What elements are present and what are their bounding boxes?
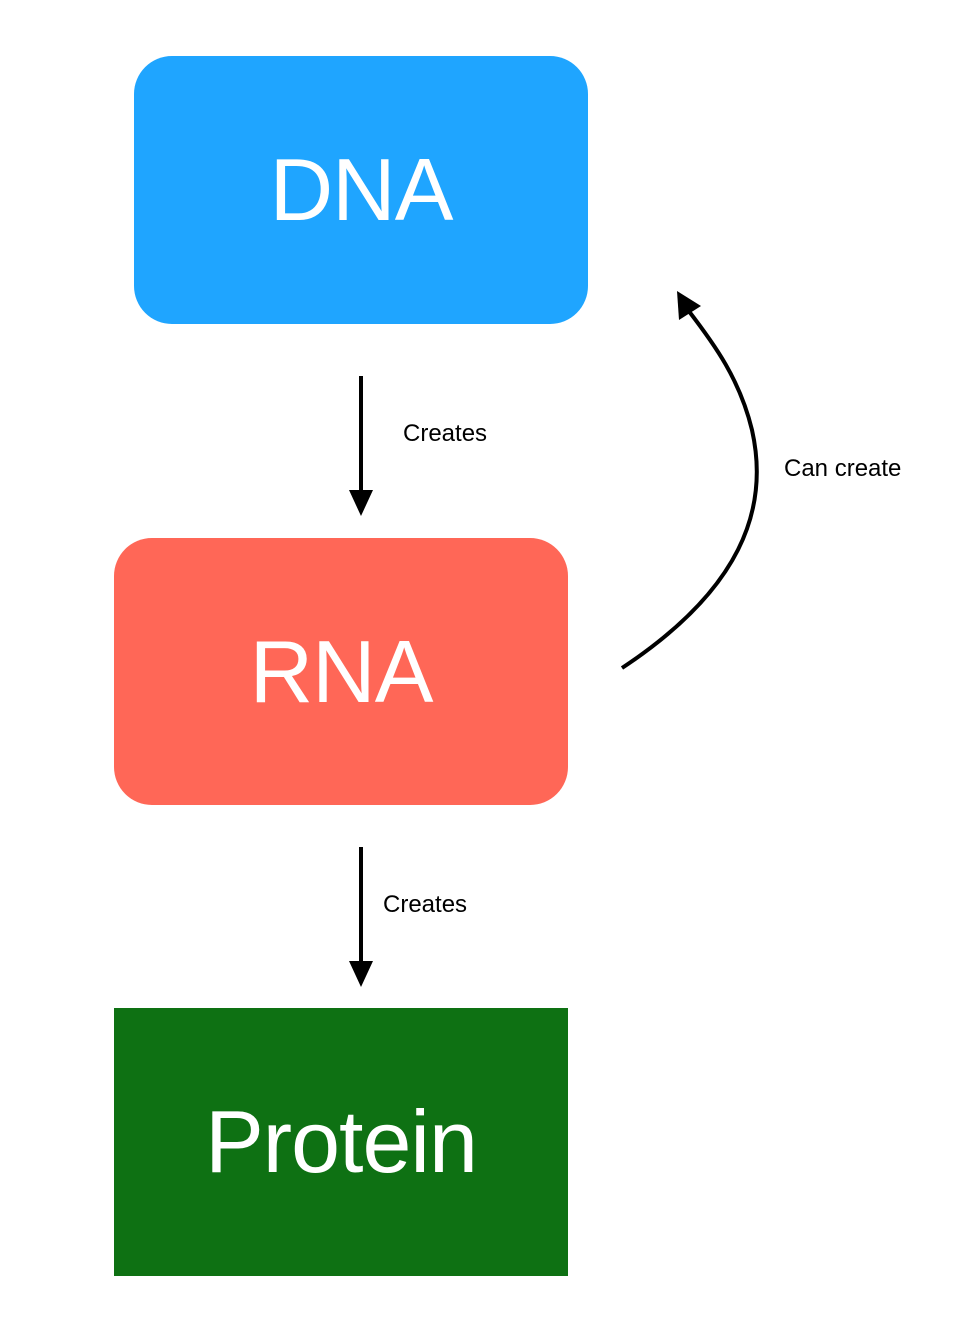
rna-node-label: RNA [249,621,434,721]
protein-node-label: Protein [205,1092,478,1191]
protein-node: Protein [114,1008,568,1276]
dna-to-rna-arrow [349,376,373,516]
rna-node: RNA [114,538,568,805]
rna-to-protein-label: Creates [383,891,468,918]
rna-to-dna-label: Can create [784,455,902,482]
dna-node-label: DNA [269,140,454,239]
dna-to-rna-label: Creates [403,420,488,447]
dna-node: DNA [134,56,588,324]
rna-to-dna-curved-arrow [620,291,759,670]
rna-to-protein-arrow [349,847,373,987]
